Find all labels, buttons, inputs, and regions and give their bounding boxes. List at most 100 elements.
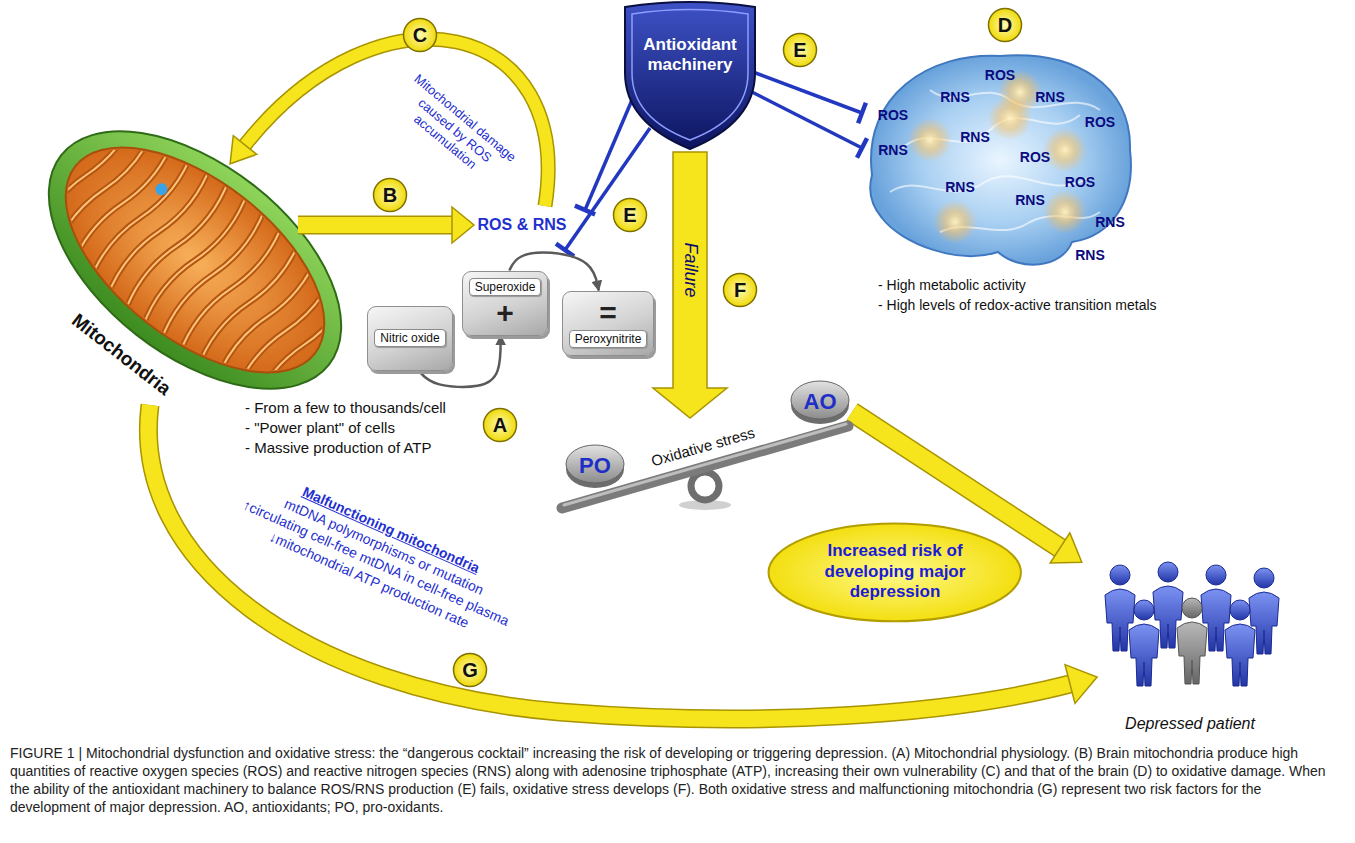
arrow-head: [1065, 665, 1097, 704]
panel-letter-text: D: [998, 15, 1012, 35]
letter-circle: [724, 274, 757, 307]
panel-letter-text: F: [734, 280, 746, 300]
balance-weight: PO: [565, 443, 625, 489]
species-label: ROS: [985, 67, 1015, 84]
inhibition-line: [752, 92, 867, 158]
disc-top: [566, 445, 624, 483]
panel-letter: A: [482, 407, 518, 443]
head: [1182, 598, 1202, 618]
pivot-ring: [691, 472, 719, 500]
inhibition-bar: [858, 103, 866, 124]
brain: [870, 55, 1131, 264]
oval-fill: [769, 523, 1021, 621]
letter-circle: [614, 199, 647, 232]
molecule-name: Peroxynitrite: [569, 330, 648, 348]
mitochondrion: [3, 80, 388, 439]
arrow-head: [452, 207, 474, 243]
bullet-note: - From a few to thousands/cell: [245, 399, 446, 417]
molecule-box: = Peroxynitrite: [562, 291, 655, 356]
figure-caption: FIGURE 1 | Mitochondrial dysfunction and…: [10, 744, 1345, 816]
inner-membrane: [27, 104, 364, 416]
crista-highlight: [228, 260, 344, 403]
crista: [210, 245, 326, 388]
species-label: ROS: [1085, 114, 1115, 131]
activity-glow: [908, 118, 952, 162]
activity-glow: [1043, 190, 1087, 234]
inhibition-stem: [753, 72, 862, 113]
panel-letter: F: [722, 272, 758, 308]
shield-body: [625, 2, 755, 149]
patient-group: [1105, 562, 1279, 686]
inhibition-stem: [565, 128, 650, 250]
arrow-head: [230, 136, 257, 164]
panel-letter: E: [782, 32, 818, 68]
letter-circle: [374, 179, 407, 212]
panel-letter-text: E: [623, 205, 636, 225]
arrow-body: [148, 405, 1070, 719]
seesaw-plank-highlight: [564, 424, 846, 505]
arrow-annotation: Mitochondrial damage caused by ROS accum…: [383, 64, 528, 196]
head: [1134, 600, 1154, 620]
panel-letter-text: C: [413, 25, 427, 45]
species-label: ROS & RNS: [478, 215, 567, 234]
species-label: RNS: [1035, 89, 1065, 106]
crista-highlight: [210, 245, 326, 388]
letter-circle: [784, 34, 817, 67]
balance-weight: AO: [790, 379, 850, 425]
molecule-box: Nitric oxide: [367, 306, 452, 371]
head: [1110, 565, 1130, 585]
panel-letter: B: [372, 177, 408, 213]
species-label: RNS: [940, 89, 970, 106]
panel-letter: E: [612, 197, 648, 233]
bullet-note: - Massive production of ATP: [245, 439, 431, 457]
activity-glow: [933, 200, 977, 244]
arrow-head: [1050, 533, 1082, 563]
node-text: PO: [579, 454, 611, 478]
crista: [246, 274, 362, 417]
head: [1254, 568, 1274, 588]
species-label: ROS: [878, 107, 908, 124]
arrow-outline: [148, 405, 1070, 719]
species-label: ROS: [1065, 174, 1095, 191]
failure-arrow: [653, 152, 727, 418]
body: [1225, 624, 1255, 686]
brain-gyrus: [890, 176, 1090, 192]
letter-circle: [484, 409, 517, 442]
panel-letter-text: B: [383, 185, 397, 205]
letter-circle: [404, 19, 437, 52]
arrow-body: [298, 217, 452, 233]
person-figure: [1129, 600, 1159, 686]
head: [1158, 562, 1178, 582]
head: [1230, 600, 1250, 620]
species-label: RNS: [960, 129, 990, 146]
inhibition-stem: [585, 100, 632, 210]
panel-letter: D: [987, 7, 1023, 43]
molecule-name: Nitric oxide: [374, 329, 445, 347]
person-figure: [1225, 600, 1255, 686]
inhibition-bar: [857, 138, 867, 158]
cristae: [28, 104, 361, 417]
arrow-label: Failure: [679, 242, 701, 297]
figure-label: Depressed patient: [1125, 714, 1255, 733]
node-text: Increased risk of developing major depre…: [810, 541, 980, 602]
inhibition-stem: [752, 92, 862, 148]
node-text: AO: [804, 390, 837, 414]
operator-symbol: =: [599, 298, 617, 328]
antioxidant-shield: Antioxidant machinery: [620, 1, 760, 151]
species-label: RNS: [1015, 192, 1045, 209]
species-label: ROS: [1020, 149, 1050, 166]
panel-letter: G: [452, 652, 488, 688]
mitochondria-risk-arrow: [148, 405, 1097, 719]
species-label: RNS: [1095, 214, 1125, 231]
bullet-note: - High levels of redox-active transition…: [878, 297, 1157, 314]
node-text: Antioxidant machinery: [632, 35, 748, 76]
species-label: RNS: [1075, 247, 1105, 264]
arrow-outline: [298, 216, 452, 235]
inhibition-line: [753, 72, 866, 123]
species-label: RNS: [945, 179, 975, 196]
inhibition-line: [556, 128, 650, 256]
body: [1177, 622, 1207, 684]
seesaw: [562, 424, 848, 510]
crista: [228, 260, 344, 403]
